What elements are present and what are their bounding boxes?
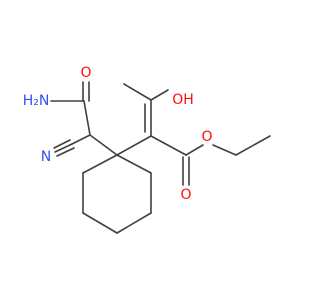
ester-ether-oxygen-label: O	[201, 129, 212, 145]
nitrile-triple-bond	[53, 139, 71, 149]
nitrile-nitrogen-label: N	[41, 149, 51, 165]
bond-to-methyl	[123, 83, 152, 101]
amide-oxygen-label: O	[80, 65, 91, 81]
ring-bond	[116, 154, 152, 174]
bond-o-to-ethyl	[212, 144, 237, 156]
atom-labels: H₂N O N OH O O	[23, 65, 213, 203]
nitrile-triple-bond	[54, 143, 73, 153]
hydroxyl-label: OH	[172, 92, 194, 108]
bond-ring-to-ch	[89, 134, 118, 156]
bond-ethyl	[235, 135, 271, 156]
ring-bond	[82, 154, 118, 174]
bond-vinyl-to-ester-c	[150, 135, 187, 156]
bond-ester-c-to-o	[185, 144, 204, 156]
bond-ring-to-vinyl	[116, 135, 152, 156]
bond-ch-to-amide-c	[83, 100, 91, 136]
bond-ch-to-nitrile-c	[71, 134, 91, 145]
chemical-structure: H₂N O N OH O O	[23, 65, 271, 234]
nitrile-triple-bond	[56, 147, 75, 157]
ester-carbonyl-oxygen-label: O	[180, 187, 191, 203]
bond-to-hydroxyl	[150, 89, 169, 101]
ring-bond	[82, 212, 118, 234]
ring-bond	[116, 212, 152, 234]
bonds	[50, 81, 271, 234]
amide-nh2-label: H₂N	[23, 93, 50, 109]
